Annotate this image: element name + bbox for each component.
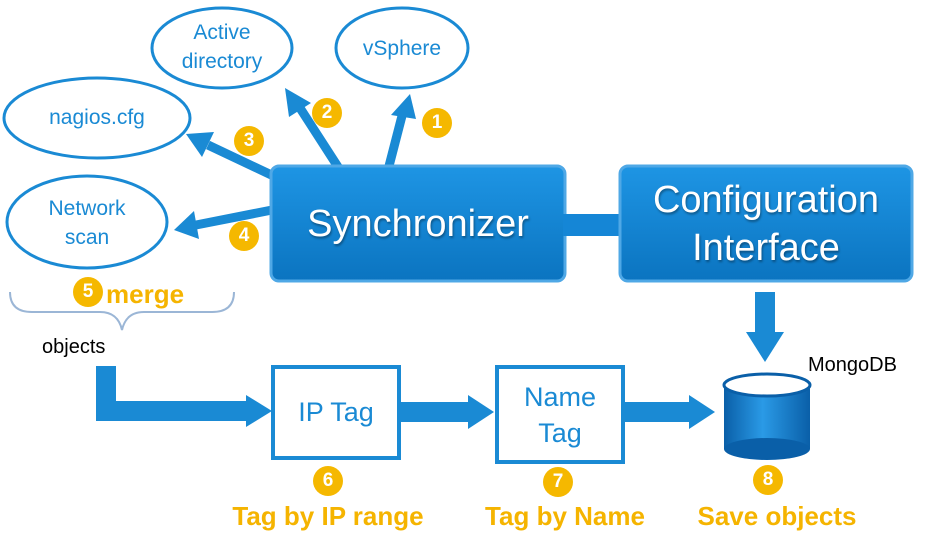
vsphere-label: vSphere <box>362 37 442 60</box>
config-interface-label: Configuration Interface <box>652 179 880 269</box>
network-scan-label: Network scan <box>48 197 126 249</box>
ip-tag-box <box>271 365 401 460</box>
caption-tag-by-ip: Tag by IP range <box>232 501 424 531</box>
badge-2: 2 <box>312 98 342 128</box>
arrow-nametag-to-mongodb <box>625 395 715 429</box>
arrow-to-network-scan <box>174 205 273 239</box>
merge-label: merge <box>106 279 185 309</box>
caption-tag-by-name: Tag by Name <box>485 501 645 531</box>
arrow-to-vsphere <box>383 94 416 172</box>
badge-6: 6 <box>313 466 343 496</box>
name-tag-label: Name Tag <box>523 382 597 448</box>
nagios-label: nagios.cfg <box>49 106 145 129</box>
badge-5: 5 <box>73 277 103 307</box>
badge-7: 7 <box>543 467 573 497</box>
arrow-config-to-mongodb <box>746 292 784 362</box>
caption-save-objects: Save objects <box>697 501 857 531</box>
network-scan-ellipse <box>5 174 169 270</box>
merge-brace <box>9 291 235 331</box>
mongodb-cylinder <box>722 372 812 460</box>
arrow-objects-to-iptag <box>96 366 272 427</box>
arrow-iptag-to-nametag <box>400 395 494 429</box>
badge-1: 1 <box>422 108 452 138</box>
name-tag-box <box>495 365 625 464</box>
arrow-to-active-directory <box>285 88 344 173</box>
badge-4: 4 <box>229 221 259 251</box>
sync-config-connector <box>563 214 621 236</box>
ip-tag-label: IP Tag <box>298 397 374 427</box>
nagios-ellipse <box>2 76 192 160</box>
active-directory-ellipse <box>150 6 294 90</box>
objects-label: objects <box>42 336 106 358</box>
badge-8: 8 <box>753 465 783 495</box>
badge-3: 3 <box>234 126 264 156</box>
mongodb-label: MongoDB <box>808 354 897 376</box>
active-directory-label: Active directory <box>181 21 263 73</box>
config-interface-box <box>618 164 914 283</box>
vsphere-ellipse <box>334 6 470 90</box>
synchronizer-label: Synchronizer <box>307 203 529 245</box>
